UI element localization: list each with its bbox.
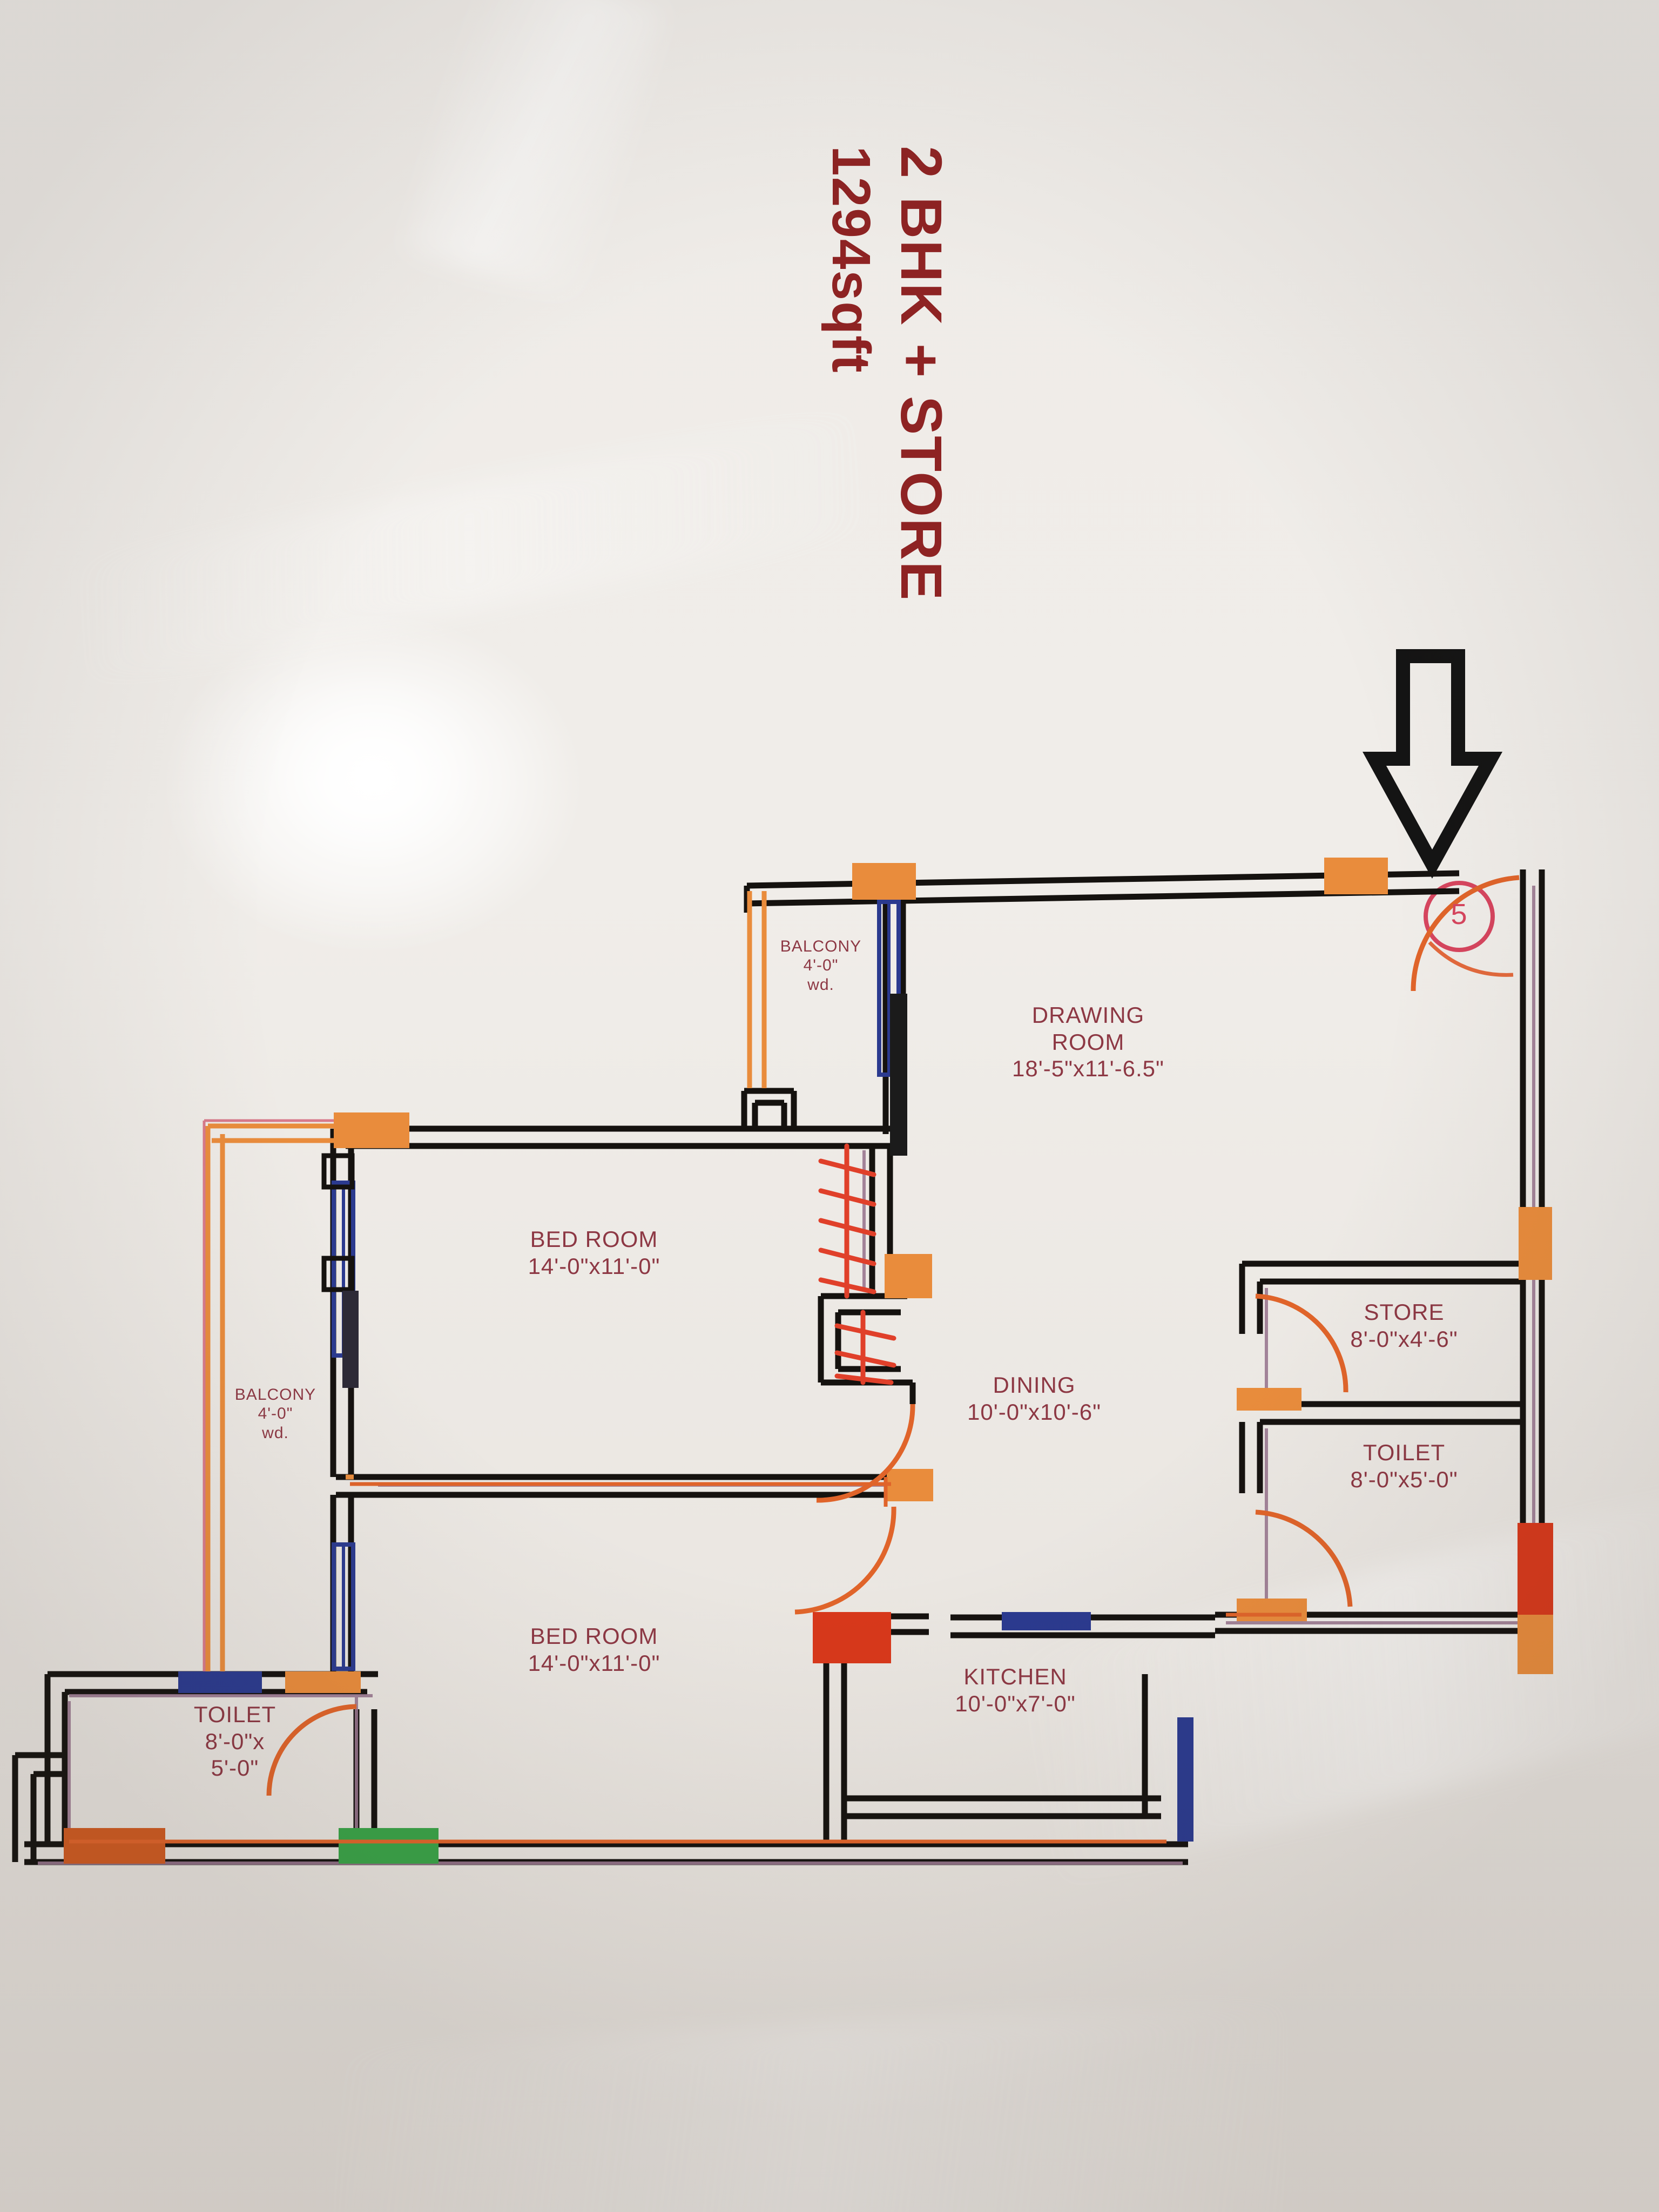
window-block-orange bbox=[64, 1828, 165, 1864]
room-name: KITCHEN bbox=[963, 1664, 1067, 1689]
room-dimensions: 14'-0"x11'-0" bbox=[528, 1650, 660, 1676]
room-name: STORE bbox=[1364, 1299, 1445, 1325]
room-label-bed-room-1: BED ROOM 14'-0"x11'-0" bbox=[443, 1226, 745, 1279]
room-dimensions: 14'-0"x11'-0" bbox=[528, 1253, 660, 1279]
entry-marker-number: 5 bbox=[1451, 898, 1468, 930]
door-block-orange bbox=[1237, 1388, 1301, 1411]
room-label-toilet-right: TOILET 8'-0"x5'-0" bbox=[1296, 1439, 1512, 1493]
room-dimensions-line-2: 5'-0" bbox=[211, 1755, 259, 1781]
down-arrow-icon bbox=[1363, 649, 1503, 879]
window-block-green bbox=[339, 1828, 439, 1864]
room-dimensions: 8'-0"x5'-0" bbox=[1350, 1466, 1458, 1492]
room-note: wd. bbox=[807, 975, 834, 994]
room-name: BALCONY bbox=[780, 938, 862, 955]
room-name: DRAWING bbox=[1031, 1002, 1145, 1028]
balcony-rail-lines bbox=[205, 891, 767, 1677]
window-block-orange bbox=[1519, 1207, 1552, 1280]
room-dimensions-line-1: 8'-0"x bbox=[205, 1728, 265, 1754]
room-label-dining: DINING 10'-0"x10'-6" bbox=[894, 1372, 1175, 1425]
window-block-blue bbox=[178, 1671, 262, 1693]
room-dimensions: 10'-0"x10'-6" bbox=[967, 1399, 1101, 1425]
room-dimensions: 4'-0" bbox=[803, 956, 839, 975]
room-name: BALCONY bbox=[234, 1386, 316, 1404]
room-dimensions: 10'-0"x7'-0" bbox=[955, 1690, 1076, 1716]
room-label-bed-room-2: BED ROOM 14'-0"x11'-0" bbox=[443, 1623, 745, 1676]
room-name: TOILET bbox=[1363, 1440, 1446, 1465]
window-block-red bbox=[1518, 1523, 1553, 1623]
window-symbols bbox=[321, 900, 1193, 1842]
door-block-orange bbox=[285, 1671, 361, 1693]
threshold-lines bbox=[69, 1477, 1301, 1844]
wardrobe-hatch-icon bbox=[818, 1143, 896, 1385]
window-block-red bbox=[813, 1612, 891, 1663]
room-dimensions: 18'-5"x11'-6.5" bbox=[1012, 1056, 1164, 1082]
room-name-2: ROOM bbox=[1051, 1029, 1125, 1055]
door-block-orange bbox=[1237, 1599, 1307, 1621]
room-note: wd. bbox=[262, 1424, 289, 1442]
room-name: DINING bbox=[993, 1372, 1076, 1398]
window-block-orange bbox=[852, 863, 916, 900]
room-label-store: STORE 8'-0"x4'-6" bbox=[1296, 1299, 1512, 1352]
window-block-orange bbox=[334, 1112, 409, 1148]
balcony-rail-accent bbox=[203, 1119, 348, 1673]
window-block-orange bbox=[885, 1254, 932, 1298]
window-block-orange bbox=[1518, 1615, 1553, 1674]
room-label-drawing-room: DRAWING ROOM 18'-5"x11'-6.5" bbox=[937, 1002, 1239, 1082]
room-name: BED ROOM bbox=[530, 1623, 658, 1649]
room-label-balcony-left: BALCONY 4'-0" wd. bbox=[208, 1385, 343, 1442]
room-label-toilet-left: TOILET 8'-0"x 5'-0" bbox=[138, 1701, 332, 1782]
room-label-kitchen: KITCHEN 10'-0"x7'-0" bbox=[886, 1663, 1145, 1717]
entry-door-marker-icon bbox=[1424, 881, 1514, 977]
window-block-orange bbox=[1324, 858, 1388, 894]
door-block-orange bbox=[887, 1469, 933, 1501]
window-block-blue bbox=[1002, 1612, 1091, 1630]
room-dimensions: 8'-0"x4'-6" bbox=[1350, 1326, 1458, 1352]
room-label-balcony-top: BALCONY 4'-0" wd. bbox=[753, 937, 888, 994]
room-name: BED ROOM bbox=[530, 1226, 658, 1252]
room-name: TOILET bbox=[193, 1702, 276, 1727]
wall-color-blocks bbox=[64, 858, 1553, 1864]
room-dimensions: 4'-0" bbox=[258, 1405, 293, 1423]
door-swing-arcs bbox=[266, 875, 1520, 1796]
